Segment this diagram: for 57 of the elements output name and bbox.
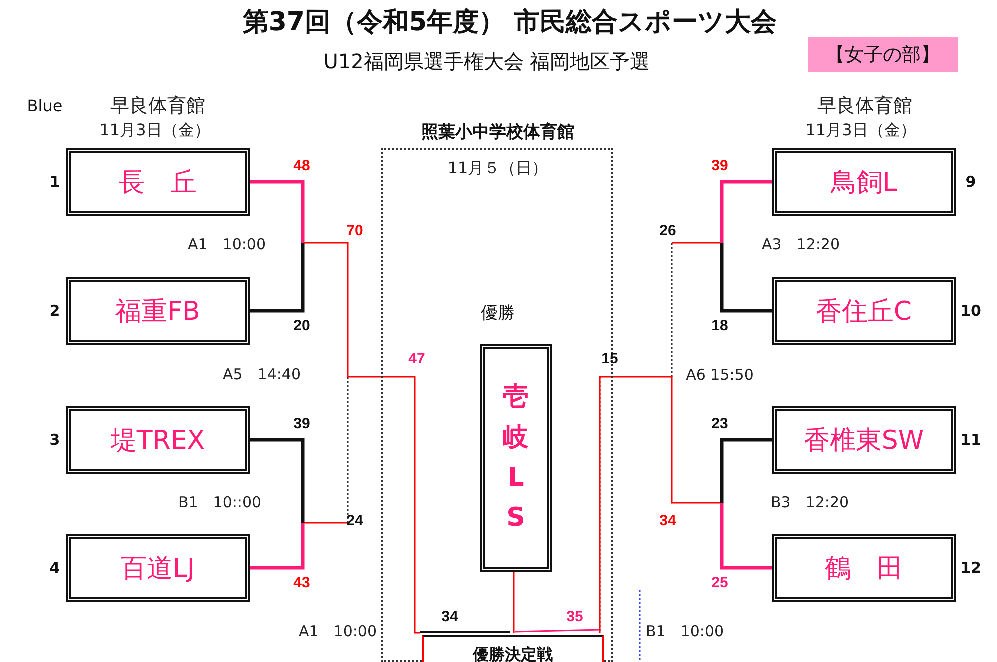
score: 39	[294, 416, 310, 432]
title: 第37回（令和5年度） 市民総合スポーツ大会	[242, 6, 778, 40]
match-time: A6 15:50	[686, 366, 754, 384]
team-box: 香椎東SW	[772, 406, 956, 474]
team-box: 鳥飼L	[772, 148, 956, 216]
section-band: 【女子の部】	[808, 37, 958, 72]
subtitle: U12福岡県選手権大会 福岡地区予選	[324, 48, 650, 76]
match-time: B1 10::00	[178, 494, 262, 512]
score: 70	[346, 222, 364, 240]
venue-heading: 照葉小中学校体育館	[422, 122, 574, 144]
match-time: A5 14:40	[222, 366, 302, 384]
date-text: 11月3日（金）	[100, 120, 210, 142]
seed-number: 11	[960, 431, 982, 449]
bracket-line	[720, 180, 772, 313]
score: 39	[712, 158, 728, 174]
winner-heading: 優勝	[481, 302, 515, 324]
score: 25	[712, 574, 728, 592]
score: 34	[660, 512, 676, 530]
score: 35	[566, 608, 584, 626]
seed-number: 9	[966, 173, 976, 191]
score: 48	[294, 158, 310, 174]
seed-number: 1	[50, 173, 60, 191]
team-box: 百道LJ	[66, 534, 250, 602]
venue-name: 早良体育館	[110, 94, 206, 119]
bracket-line	[720, 438, 772, 570]
bracket-line	[513, 570, 515, 633]
seed-number: 2	[50, 302, 60, 320]
team-box: 堤TREX	[66, 406, 250, 474]
date-text: 11月５（日）	[448, 158, 548, 180]
note-text: Blue	[27, 96, 63, 116]
team-box: 香住丘C	[772, 277, 956, 345]
score: 34	[442, 608, 458, 626]
match-time: A1 10:00	[298, 622, 378, 642]
match-time: A1 10:00	[188, 236, 266, 254]
score: 26	[660, 222, 676, 240]
team-box: 鶴 田	[772, 534, 956, 602]
seed-number: 3	[50, 431, 60, 449]
match-time: B1 10:00	[646, 622, 724, 642]
team-box: 福重FB	[66, 277, 250, 345]
match-time: B3 12:20	[770, 494, 850, 512]
score: 15	[602, 350, 618, 368]
champion-box: 壱岐LS	[480, 344, 552, 572]
score: 43	[294, 574, 310, 592]
venue-name: 早良体育館	[818, 94, 912, 119]
score: 20	[294, 318, 310, 334]
bracket-line	[250, 180, 305, 313]
bracket-line	[250, 438, 305, 570]
score: 47	[408, 350, 426, 368]
seed-number: 4	[50, 559, 60, 577]
seed-number: 12	[960, 559, 982, 577]
score: 18	[712, 318, 728, 334]
score: 23	[712, 416, 728, 432]
date-text: 11月3日（金）	[806, 120, 916, 142]
match-time: A3 12:20	[762, 236, 840, 254]
score: 24	[346, 512, 364, 530]
seed-number: 10	[960, 302, 982, 320]
team-box: 長 丘	[66, 148, 250, 216]
